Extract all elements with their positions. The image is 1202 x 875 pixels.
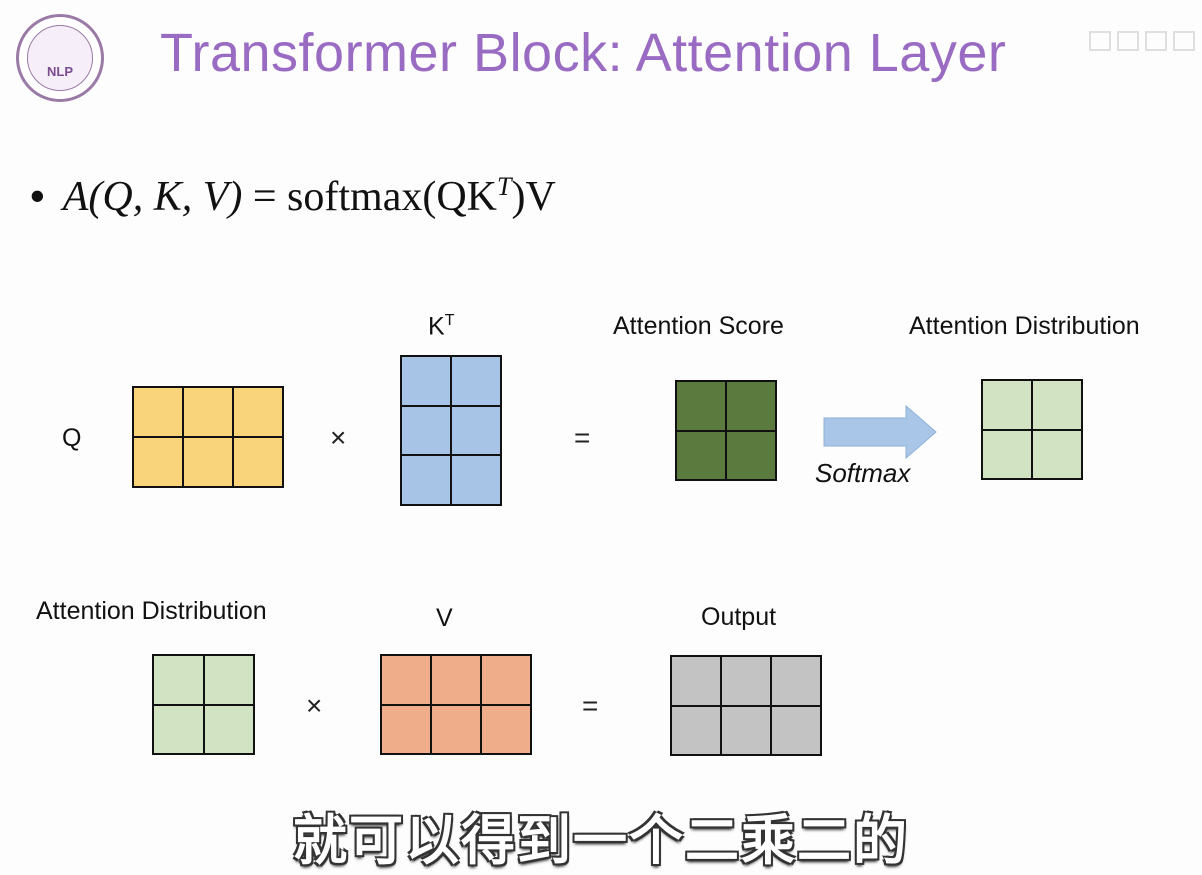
matrix-cell <box>726 381 776 431</box>
bullet: • <box>30 172 45 219</box>
slide-title: Transformer Block: Attention Layer <box>160 23 1007 83</box>
equals-sign-2: = <box>582 690 599 721</box>
attention-formula: • A(Q, K, V) = softmax(QKT)V <box>30 172 556 221</box>
matrix-cell <box>671 656 721 706</box>
kt-matrix <box>400 355 502 506</box>
output-label: Output <box>701 603 777 631</box>
multiply-sign-2: × <box>306 690 323 721</box>
matrix-cell <box>431 655 481 705</box>
attention-distribution-label-2: Attention Distribution <box>36 597 267 625</box>
matrix-cell <box>451 455 501 505</box>
matrix-cell <box>401 356 451 406</box>
matrix-cell <box>771 705 821 755</box>
matrix-cell <box>451 356 501 406</box>
watermark-icon <box>1089 31 1195 51</box>
matrix-cell <box>381 704 431 754</box>
matrix-cell <box>671 705 721 755</box>
logo-emblem: NLP <box>27 25 93 91</box>
attention-distribution-label: Attention Distribution <box>909 312 1140 340</box>
logo-text: NLP <box>47 64 73 79</box>
kt-label-sup: T <box>444 312 455 329</box>
matrix-cell <box>401 405 451 456</box>
equals-sign: = <box>574 422 591 453</box>
matrix-cell <box>721 705 771 755</box>
matrix-cell <box>1032 380 1082 430</box>
matrix-cell <box>431 704 481 754</box>
matrix-cell <box>203 704 254 754</box>
multiply-sign: × <box>330 422 347 453</box>
attention-score-label: Attention Score <box>613 312 784 340</box>
formula-rhs-end: )V <box>511 174 556 220</box>
matrix-cell <box>233 437 283 487</box>
matrix-cell <box>133 437 183 487</box>
output-matrix <box>670 655 822 756</box>
matrix-cell <box>451 405 501 456</box>
matrix-cell <box>721 656 771 706</box>
formula-rhs-start: softmax(QK <box>287 174 498 220</box>
matrix-cell <box>676 381 726 431</box>
attention-score-matrix <box>675 380 777 481</box>
matrix-cell <box>133 387 183 437</box>
matrix-cell <box>676 430 726 480</box>
matrix-cell <box>481 704 531 754</box>
matrix-cell <box>1032 429 1082 479</box>
matrix-cell <box>401 455 451 505</box>
q-matrix <box>132 386 284 488</box>
attention-distribution-matrix-2 <box>152 654 255 755</box>
matrix-cell <box>982 380 1032 430</box>
video-subtitle: 就可以得到一个二乘二的 <box>293 809 909 872</box>
matrix-cell <box>381 655 431 705</box>
formula-lhs: A(Q, K, V) <box>62 174 243 220</box>
kt-label: KT <box>428 312 454 341</box>
matrix-cell <box>183 387 233 437</box>
softmax-label: Softmax <box>815 458 911 488</box>
formula-equals: = <box>242 174 288 220</box>
university-logo: NLP <box>16 14 104 102</box>
matrix-cell <box>481 655 531 705</box>
formula-transpose: T <box>497 172 512 201</box>
q-label: Q <box>62 424 82 452</box>
matrix-cell <box>233 387 283 437</box>
matrix-cell <box>153 704 204 754</box>
matrix-cell <box>183 437 233 487</box>
v-label: V <box>436 604 453 632</box>
matrix-cell <box>771 656 821 706</box>
matrix-cell <box>153 655 204 705</box>
v-matrix <box>380 654 532 755</box>
softmax-arrow-icon <box>823 404 937 460</box>
matrix-cell <box>726 430 776 480</box>
matrix-cell <box>982 429 1032 479</box>
attention-distribution-matrix <box>981 379 1083 480</box>
matrix-cell <box>203 655 254 705</box>
kt-label-base: K <box>428 312 445 341</box>
